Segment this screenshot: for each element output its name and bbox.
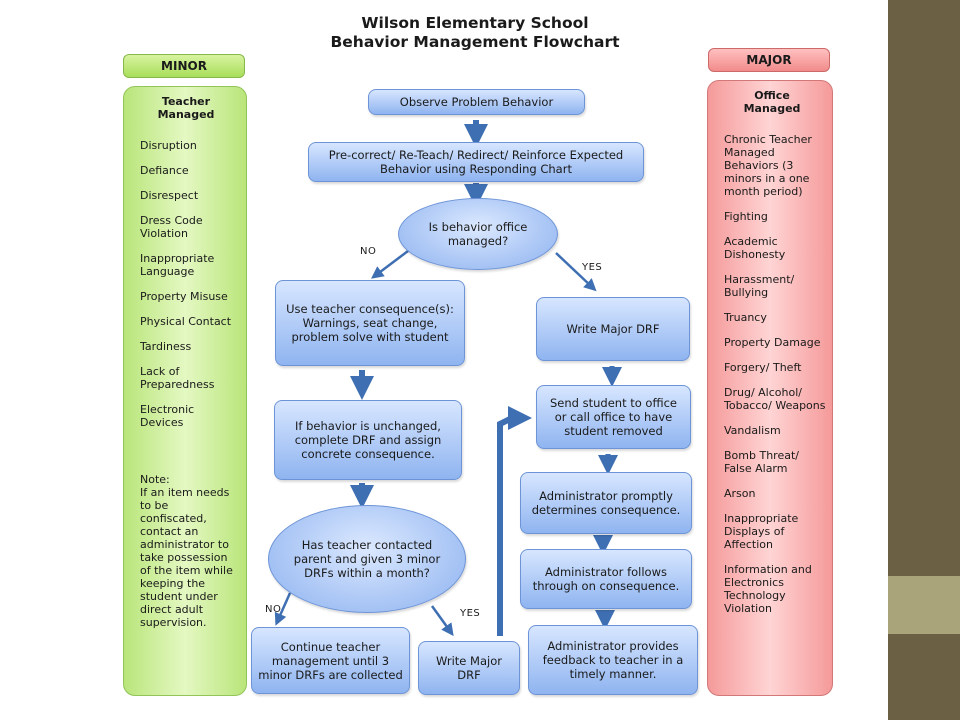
precorrect-box: Pre-correct/ Re-Teach/ Redirect/ Reinfor… [308, 142, 644, 182]
list-item: Physical Contact [140, 315, 232, 328]
continue-teacher-management-box: Continue teacher management until 3 mino… [251, 627, 410, 694]
list-item: Fighting [724, 210, 768, 223]
observe-problem-behavior-box: Observe Problem Behavior [368, 89, 585, 115]
arrow-decision-no [371, 247, 413, 279]
arrow-write-major-to-send [497, 406, 532, 636]
minor-tag: MINOR [123, 54, 245, 78]
decision2-yes-label: YES [460, 608, 481, 619]
decision-yes-label: YES [582, 262, 603, 273]
major-panel: Office Managed Chronic Teacher Managed B… [707, 80, 833, 696]
decision-parent-contacted-oval: Has teacher contacted parent and given 3… [268, 505, 466, 613]
teacher-consequence-box: Use teacher consequence(s): Warnings, se… [275, 280, 465, 366]
list-item: Disruption [140, 139, 197, 152]
list-item: Disrespect [140, 189, 199, 202]
list-item: Defiance [140, 164, 189, 177]
major-panel-header: Office Managed [743, 89, 801, 115]
minor-note: Note: If an item needs to be confiscated… [140, 473, 238, 629]
list-item: Academic Dishonesty [724, 235, 786, 261]
list-item: Electronic Devices [140, 403, 195, 429]
list-item: Vandalism [724, 424, 781, 437]
list-item: Information and Electronics Technology V… [724, 563, 812, 615]
note-title: Note: [140, 473, 170, 486]
title-line-2: Behavior Management Flowchart [330, 33, 620, 51]
list-item: Inappropriate Language [140, 252, 215, 278]
list-item: Chronic Teacher Managed Behaviors (3 min… [724, 133, 812, 198]
write-major-drf-left-box: Write Major DRF [418, 641, 520, 695]
list-item: Drug/ Alcohol/ Tobacco/ Weapons [724, 386, 826, 412]
arrow-decision2-no [274, 592, 292, 626]
minor-panel-header: Teacher Managed [157, 95, 215, 121]
admin-determines-box: Administrator promptly determines conseq… [520, 472, 692, 534]
list-item: Bomb Threat/ False Alarm [724, 449, 799, 475]
behavior-unchanged-box: If behavior is unchanged, complete DRF a… [274, 400, 462, 480]
arrow-decision2-yes [430, 605, 454, 637]
list-item: Lack of Preparedness [140, 365, 215, 391]
major-tag: MAJOR [708, 48, 830, 72]
list-item: Forgery/ Theft [724, 361, 802, 374]
title-line-1: Wilson Elementary School [361, 14, 589, 32]
list-item: Harassment/ Bullying [724, 273, 795, 299]
arrow-decision-yes [555, 252, 597, 292]
major-behavior-list: Chronic Teacher Managed Behaviors (3 min… [724, 133, 826, 615]
slide-side-accent [888, 576, 960, 634]
send-student-box: Send student to office or call office to… [536, 385, 691, 449]
list-item: Dress Code Violation [140, 214, 203, 240]
list-item: Inappropriate Displays of Affection [724, 512, 799, 551]
admin-feedback-box: Administrator provides feedback to teach… [528, 625, 698, 695]
minor-behavior-list: Disruption Defiance Disrespect Dress Cod… [140, 139, 238, 429]
list-item: Property Misuse [140, 290, 228, 303]
list-item: Property Damage [724, 336, 821, 349]
list-item: Arson [724, 487, 756, 500]
decision-office-managed-oval: Is behavior office managed? [398, 198, 558, 270]
list-item: Tardiness [140, 340, 192, 353]
list-item: Truancy [724, 311, 767, 324]
decision2-no-label: NO [265, 604, 282, 615]
page-title: Wilson Elementary School Behavior Manage… [300, 14, 650, 52]
admin-follows-box: Administrator follows through on consequ… [520, 549, 692, 609]
write-major-drf-box: Write Major DRF [536, 297, 690, 361]
minor-panel: Teacher Managed Disruption Defiance Disr… [123, 86, 247, 696]
note-text: If an item needs to be confiscated, cont… [140, 486, 233, 629]
decision-no-label: NO [360, 246, 377, 257]
